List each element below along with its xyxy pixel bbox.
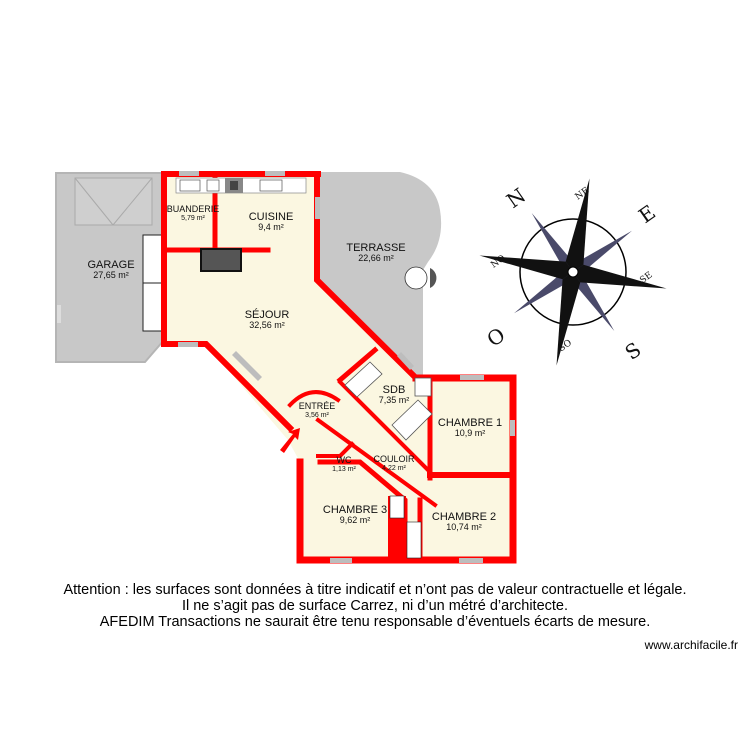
room-chambre-1: CHAMBRE 1 10,9 m² — [438, 417, 502, 439]
garage-area — [55, 172, 165, 363]
room-area: 27,65 m² — [93, 270, 129, 281]
room-name: CHAMBRE 3 — [322, 504, 388, 516]
room-area: 7,35 m² — [378, 395, 410, 406]
kitchen-counter — [175, 177, 307, 194]
room-name: CHAMBRE 2 — [431, 511, 497, 523]
room-name: ENTRÉE — [298, 401, 336, 411]
room-garage: GARAGE 27,65 m² — [87, 259, 134, 281]
room-area: 4,22 m² — [382, 464, 406, 472]
room-area: 10,74 m² — [446, 522, 482, 533]
room-name: TERRASSE — [346, 242, 406, 254]
room-area: 1,13 m² — [332, 465, 356, 473]
room-name: SÉJOUR — [244, 309, 290, 321]
room-name: WC — [336, 455, 352, 465]
bathroom-fixtures — [344, 361, 433, 441]
room-buanderie: BUANDERIE 5,79 m² — [166, 204, 220, 223]
room-wc: WC 1,13 m² — [332, 455, 356, 474]
disclaimer-line-2: Il ne s’agit pas de surface Carrez, ni d… — [181, 598, 569, 614]
room-name: CHAMBRE 1 — [437, 417, 503, 429]
credit-link[interactable]: www.archifacile.fr — [644, 638, 738, 652]
room-name: CUISINE — [248, 211, 294, 223]
disclaimer-line-3: AFEDIM Transactions ne saurait être tenu… — [99, 614, 651, 630]
compass-rose — [479, 178, 667, 366]
room-couloir: COULOIR 4,22 m² — [373, 454, 415, 473]
room-name: SDB — [382, 384, 406, 396]
room-area: 9,4 m² — [258, 222, 284, 233]
room-sdb: SDB 7,35 m² — [379, 384, 410, 406]
room-name: COULOIR — [373, 454, 415, 464]
room-sejour: SÉJOUR 32,56 m² — [245, 309, 290, 331]
room-area: 32,56 m² — [249, 320, 285, 331]
room-chambre-3: CHAMBRE 3 9,62 m² — [323, 504, 387, 526]
room-entree: ENTRÉE 3,56 m² — [298, 401, 336, 420]
room-area: 9,62 m² — [339, 515, 371, 526]
interior-floor — [164, 172, 513, 562]
room-area: 3,56 m² — [305, 411, 329, 419]
room-area: 10,9 m² — [454, 428, 486, 439]
room-name: BUANDERIE — [166, 204, 220, 214]
disclaimer-line-1: Attention : les surfaces sont données à … — [63, 582, 687, 598]
room-area: 22,66 m² — [358, 253, 394, 264]
wardrobe-2 — [406, 521, 422, 559]
room-area: 5,79 m² — [181, 214, 205, 222]
room-terrasse: TERRASSE 22,66 m² — [346, 242, 405, 264]
fireplace — [200, 248, 242, 272]
room-cuisine: CUISINE 9,4 m² — [249, 211, 294, 233]
terrasse-area — [316, 172, 442, 378]
entrance-arrow — [280, 428, 300, 453]
room-name: GARAGE — [87, 259, 135, 271]
room-chambre-2: CHAMBRE 2 10,74 m² — [432, 511, 496, 533]
windows — [178, 171, 515, 563]
barbecue-icon — [404, 266, 437, 290]
wardrobe-1 — [389, 495, 405, 519]
